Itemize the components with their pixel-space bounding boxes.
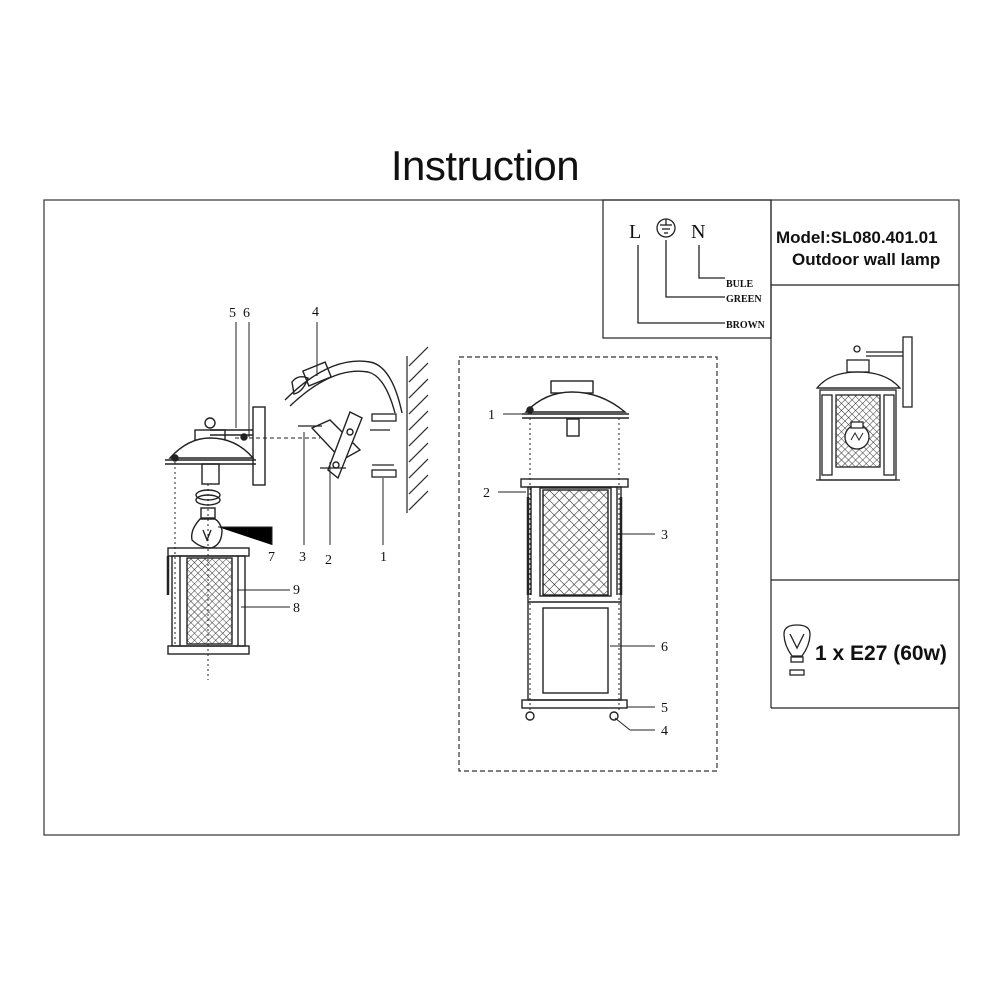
info-panel [770,200,959,709]
power-cable [284,360,403,414]
callout-left-4: 4 [312,305,319,320]
wire-green-label: GREEN [726,294,762,305]
wall [406,346,429,513]
callout-exploded-6: 6 [661,640,668,655]
lamp-assembly [165,406,320,680]
exploded-leaders [498,413,655,731]
callout-left-8: 8 [293,601,300,616]
terminal-live: L [629,221,641,243]
outer-frame [43,199,960,836]
exploded-callouts: 1 2 3 6 5 4 [483,408,668,739]
callout-exploded-4: 4 [661,724,668,739]
bulb-icon [783,624,811,676]
screws-and-anchors [298,413,397,478]
wiring-diagram: L N [629,218,725,324]
callout-left-1: 1 [380,550,387,565]
page-title: Instruction [390,142,580,189]
left-leaders [218,322,384,608]
wire-brown-label: BROWN [726,320,766,331]
exploded-lamp [520,380,629,721]
callout-left-5: 5 [229,306,236,321]
exploded-view-frame [458,356,718,772]
callout-exploded-1: 1 [488,408,495,423]
callout-exploded-2: 2 [483,486,490,501]
product-name: Outdoor wall lamp [792,250,941,269]
callout-left-3: 3 [299,550,306,565]
terminal-neutral: N [691,221,705,243]
callout-left-7: 7 [268,550,275,565]
callout-left-9: 9 [293,583,300,598]
bulb-spec: 1 x E27 (60w) [815,642,947,665]
mounting-plate [310,411,363,480]
model-number: Model:SL080.401.01 [776,228,938,247]
callout-exploded-3: 3 [661,528,668,543]
left-callouts: 5 6 4 7 3 2 1 9 8 [229,305,387,616]
callout-left-2: 2 [325,553,332,568]
product-thumbnail [815,336,913,481]
callout-exploded-5: 5 [661,701,668,716]
wire-blue-label: BULE [726,279,754,290]
callout-left-6: 6 [243,306,250,321]
